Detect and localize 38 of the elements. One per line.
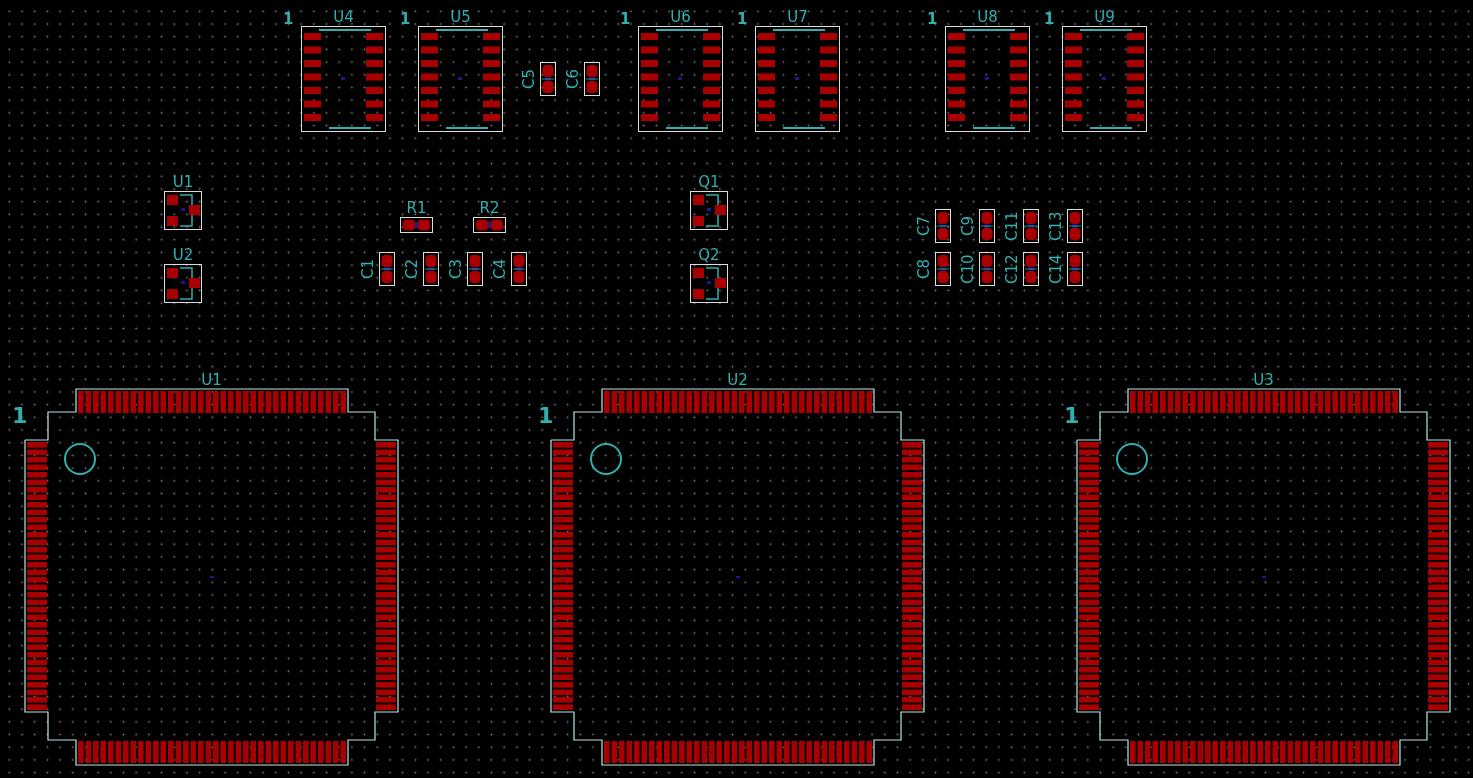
reference-designator: C7 <box>917 216 932 236</box>
reference-designator: U3 <box>1253 373 1274 388</box>
pin-one-marker: 1 <box>1064 405 1080 427</box>
reference-designator: C13 <box>1049 211 1064 241</box>
reference-designator: R1 <box>406 201 427 216</box>
reference-designator: C12 <box>1005 254 1020 284</box>
reference-designator: C10 <box>961 254 976 284</box>
reference-designator: U5 <box>450 10 471 25</box>
pin-one-marker: 1 <box>1044 12 1055 27</box>
reference-designator: C8 <box>917 259 932 279</box>
reference-designator: C6 <box>566 69 581 89</box>
pin-one-marker: 1 <box>620 12 631 27</box>
reference-designator: C5 <box>522 69 537 89</box>
reference-designator: U4 <box>333 10 354 25</box>
pin-one-marker: 1 <box>927 12 938 27</box>
reference-designator: C11 <box>1005 211 1020 241</box>
reference-designator: R2 <box>479 201 500 216</box>
reference-designator: U1 <box>172 175 194 190</box>
reference-designator: U6 <box>670 10 691 25</box>
reference-designator: C14 <box>1049 254 1064 284</box>
reference-designator: U9 <box>1094 10 1115 25</box>
pin-one-marker: 1 <box>283 12 294 27</box>
reference-designator: C9 <box>961 216 976 236</box>
pin-one-marker: 1 <box>538 405 554 427</box>
reference-designator: U8 <box>977 10 998 25</box>
reference-designator: Q1 <box>698 175 720 190</box>
pin-one-marker: 1 <box>400 12 411 27</box>
reference-designator: U2 <box>727 373 748 388</box>
reference-designator: C1 <box>361 259 376 279</box>
reference-designator: C3 <box>449 259 464 279</box>
reference-designator: U1 <box>201 373 222 388</box>
reference-designator: U2 <box>172 248 194 263</box>
pin-one-marker: 1 <box>737 12 748 27</box>
reference-designator: C2 <box>405 259 420 279</box>
reference-designator: C4 <box>493 259 508 279</box>
pin-one-marker: 1 <box>12 405 28 427</box>
reference-designator: U7 <box>787 10 808 25</box>
reference-designator: Q2 <box>698 248 720 263</box>
